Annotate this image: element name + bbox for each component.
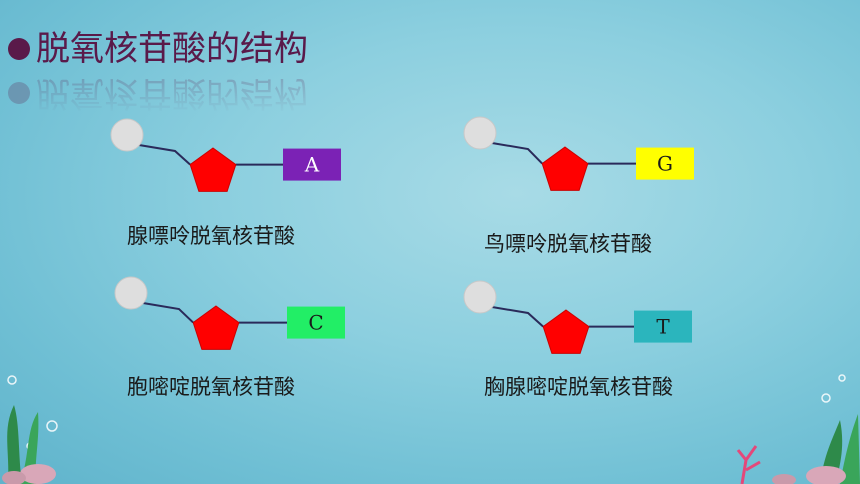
deoxyribose-pentagon [541,146,589,191]
title-bullet [8,38,30,60]
phosphate-sugar-bond [491,142,543,165]
seaweed-left [2,405,56,484]
deoxyribose-pentagon [192,305,240,350]
base-letter: C [308,311,323,335]
title-bullet-reflection [8,82,30,104]
base-rect [283,148,341,181]
phosphate-circle [114,276,148,310]
seaweed-right [736,414,860,484]
base-letter: G [657,152,673,176]
base-letter: T [656,315,670,339]
page-title: 脱氧核苷酸的结构 [36,29,308,69]
nucleotide-2: C [114,276,345,350]
nucleotide-name-3: 胸腺嘧啶脱氧核苷酸 [484,375,673,399]
phosphate-sugar-bond [142,302,194,324]
phosphate-sugar-bond [138,144,191,166]
phosphate-sugar-bond [491,306,544,328]
nucleotide-name-1: 鸟嘌呤脱氧核苷酸 [484,232,652,256]
base-rect [287,306,345,339]
deoxyribose-pentagon [189,147,237,192]
title-block: 脱氧核苷酸的结构 脱氧核苷酸的结构 [8,28,368,113]
nucleotide-3: T [463,280,692,354]
phosphate-circle [110,118,144,152]
base-rect [636,147,694,180]
base-rect [634,310,692,343]
nucleotide-name-2: 胞嘧啶脱氧核苷酸 [127,375,295,399]
deoxyribose-pentagon [542,309,590,354]
base-letter: A [304,153,320,177]
nucleotide-name-0: 腺嘌呤脱氧核苷酸 [127,224,295,248]
bubbles-right [821,374,846,403]
phosphate-circle [463,280,497,314]
phosphate-circle [463,116,497,150]
nucleotide-1: G [463,116,694,191]
nucleotide-0: A [110,118,341,192]
